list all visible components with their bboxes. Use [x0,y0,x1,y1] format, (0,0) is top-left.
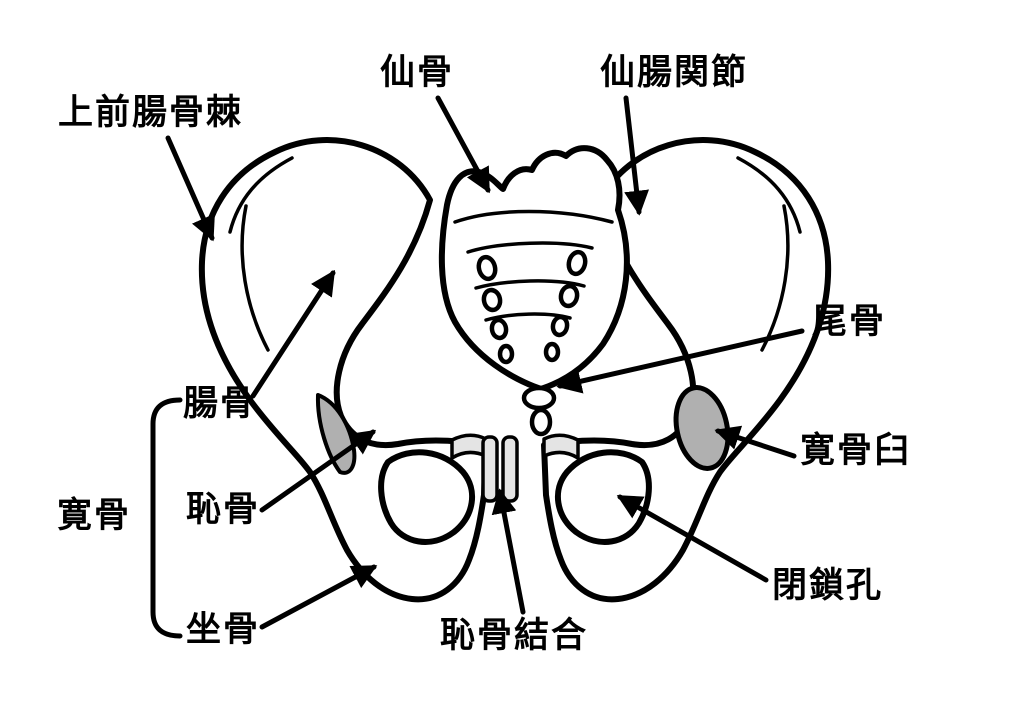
coccyx-lower-segment [529,407,553,437]
pubic-crest-right [542,433,580,460]
hip-bone-group-bracket [150,397,183,639]
sacral-foramina [476,249,588,365]
label-asis: 上前腸骨棘 [58,93,244,133]
sacrum-bone [438,145,630,392]
pubic-symphysis-right-body [501,435,519,503]
label-pubis: 恥骨 [186,490,261,530]
label-obturator-foramen: 閉鎖孔 [772,566,884,606]
label-coccyx: 尾骨 [812,302,887,342]
arrow-obturator-foramen [616,494,769,583]
left-obturator-foramen [378,449,476,545]
arrow-pubic-symphysis [491,488,526,615]
label-ischium: 坐骨 [186,610,261,650]
arrow-asis [165,135,215,242]
arrow-coccyx [556,328,805,394]
bone-detail-lines [228,156,802,352]
label-pubic-symphysis: 恥骨結合 [440,616,589,656]
label-ilium: 腸骨 [183,384,258,424]
arrow-sacrum [435,95,491,194]
pelvis-bones [198,137,832,603]
annotation-arrows [165,95,805,630]
arrow-ischium [259,564,378,630]
arrow-acetabulum [714,425,797,459]
arrow-sacroiliac-joint [623,95,650,216]
pubic-symphysis-left-body [481,435,499,503]
label-sacroiliac-joint: 仙腸関節 [600,53,749,93]
arrow-pubis [259,429,377,513]
right-obturator-foramen [554,449,652,545]
label-sacrum: 仙骨 [380,53,455,93]
label-acetabulum: 寛骨臼 [800,431,912,471]
arrow-ilium [250,269,336,399]
coccyx-upper-segment [521,385,557,411]
label-hip-bone: 寛骨 [57,496,132,536]
